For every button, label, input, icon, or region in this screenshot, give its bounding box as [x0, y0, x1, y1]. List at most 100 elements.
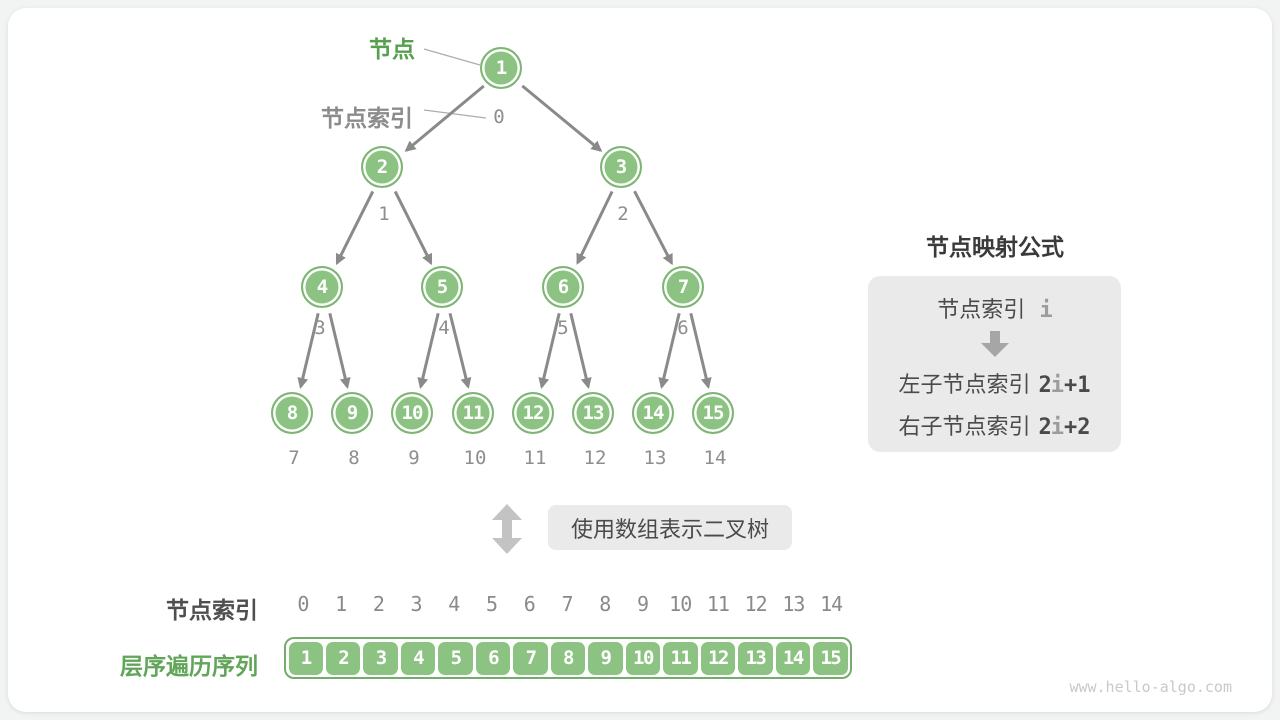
node-index-label: 7 — [288, 447, 300, 469]
edge-3-6 — [576, 190, 614, 265]
edge-4-8 — [297, 312, 320, 389]
edge-5-11 — [448, 312, 472, 389]
array-index: 14 — [820, 592, 843, 616]
formula-left-row: 左子节点索引 2i+1 — [898, 367, 1090, 399]
edge-6-13 — [569, 312, 592, 389]
array-index: 7 — [561, 592, 573, 616]
formula-right-label: 右子节点索引 — [898, 414, 1031, 439]
node-index-label: 13 — [643, 447, 667, 469]
tree-node: 10 — [391, 392, 433, 434]
formula-right-var: i — [1050, 415, 1064, 440]
array-cell: 5 — [438, 641, 473, 675]
tree-node: 2 — [361, 146, 403, 188]
array-index: 3 — [410, 592, 423, 616]
formula-panel-title: 节点映射公式 — [926, 234, 1064, 260]
edge-7-15 — [689, 312, 712, 389]
array-index: 0 — [297, 592, 309, 616]
array-index: 2 — [372, 592, 385, 616]
edge-7-14 — [658, 312, 681, 389]
node-index-label: 9 — [408, 447, 420, 469]
edge-3-7 — [633, 190, 674, 266]
node-index-label: 5 — [557, 317, 569, 339]
array-indices-row: 0 1 2 3 4 5 6 7 8 9 10 11 12 13 14 — [284, 592, 850, 616]
node-index-label: 6 — [677, 317, 689, 339]
formula-left-suffix: +1 — [1064, 373, 1091, 398]
array-representation-caption: 使用数组表示二叉树 — [548, 505, 792, 550]
down-arrow-icon — [980, 331, 1009, 357]
index-label-leader-line — [423, 109, 487, 119]
array-index: 8 — [599, 592, 611, 616]
edge-2-5 — [393, 190, 433, 266]
node-index-label: 4 — [438, 317, 450, 339]
formula-left-var: i — [1050, 373, 1064, 398]
edge-1-3 — [521, 84, 603, 152]
array-cell: 8 — [550, 641, 586, 675]
array-cell: 15 — [813, 641, 848, 675]
array-cell: 11 — [663, 641, 698, 675]
node-index-label: 14 — [703, 447, 727, 469]
node-index-label: 2 — [617, 203, 629, 225]
formula-right-row: 右子节点索引 2i+2 — [898, 409, 1090, 441]
array-cell: 6 — [475, 641, 511, 675]
array-index: 11 — [706, 592, 730, 616]
formula-right-suffix: +2 — [1064, 415, 1091, 440]
array-cell: 10 — [625, 641, 661, 675]
array-index: 9 — [636, 592, 649, 616]
tree-node: 12 — [512, 392, 554, 434]
node-index-label: 0 — [493, 106, 505, 128]
formula-input-row: 节点索引 i — [937, 292, 1052, 324]
node-index-label: 8 — [348, 447, 360, 469]
edge-2-4 — [335, 190, 375, 266]
bottom-index-label: 节点索引 — [166, 597, 258, 623]
tree-node: 9 — [331, 392, 373, 434]
formula-input-var: i — [1039, 298, 1052, 323]
array-cell: 9 — [588, 641, 623, 675]
array-cell: 2 — [325, 641, 361, 675]
array-cell: 3 — [363, 641, 398, 675]
edge-6-12 — [538, 312, 561, 389]
formula-left-coef: 2 — [1038, 373, 1052, 398]
tree-node: 11 — [452, 392, 494, 434]
formula-right-coef: 2 — [1038, 415, 1052, 440]
array-cell: 1 — [288, 641, 323, 675]
watermark: www.hello-algo.com — [1069, 678, 1232, 696]
array-index: 12 — [744, 592, 768, 616]
node-index-callout-label: 节点索引 — [321, 105, 413, 131]
level-order-sequence-label: 层序遍历序列 — [120, 653, 258, 679]
tree-node: 14 — [632, 392, 674, 434]
tree-node: 15 — [692, 392, 734, 434]
level-order-array: 1 2 3 4 5 6 7 8 9 10 11 12 13 14 15 — [284, 637, 852, 679]
tree-node: 8 — [271, 392, 313, 434]
array-cell: 13 — [738, 641, 773, 675]
tree-node: 1 — [480, 47, 522, 89]
array-cell: 4 — [400, 641, 436, 675]
array-index: 1 — [335, 592, 347, 616]
node-index-label: 10 — [463, 447, 487, 469]
tree-node: 13 — [572, 392, 614, 434]
array-index: 4 — [448, 592, 460, 616]
array-cell: 7 — [513, 641, 548, 675]
tree-node: 7 — [662, 266, 704, 308]
tree-node: 5 — [421, 266, 463, 308]
array-index: 10 — [669, 592, 692, 616]
edge-1-2 — [404, 84, 485, 152]
formula-left-label: 左子节点索引 — [898, 372, 1031, 397]
node-index-label: 12 — [583, 447, 607, 469]
tree-node: 3 — [600, 146, 642, 188]
tree-node: 6 — [542, 266, 584, 308]
node-index-label: 11 — [523, 447, 547, 469]
edge-4-9 — [328, 312, 351, 389]
array-cell: 12 — [700, 641, 736, 675]
array-index: 13 — [782, 592, 805, 616]
node-index-label: 1 — [378, 203, 390, 225]
node-index-label: 3 — [314, 317, 326, 339]
formula-input-label: 节点索引 — [937, 297, 1026, 322]
edge-5-10 — [417, 312, 440, 389]
array-index: 5 — [486, 592, 498, 616]
array-cell: 14 — [775, 641, 811, 675]
node-callout-label: 节点 — [369, 36, 415, 62]
double-arrow-icon — [492, 504, 522, 554]
node-label-leader-line — [423, 48, 481, 66]
